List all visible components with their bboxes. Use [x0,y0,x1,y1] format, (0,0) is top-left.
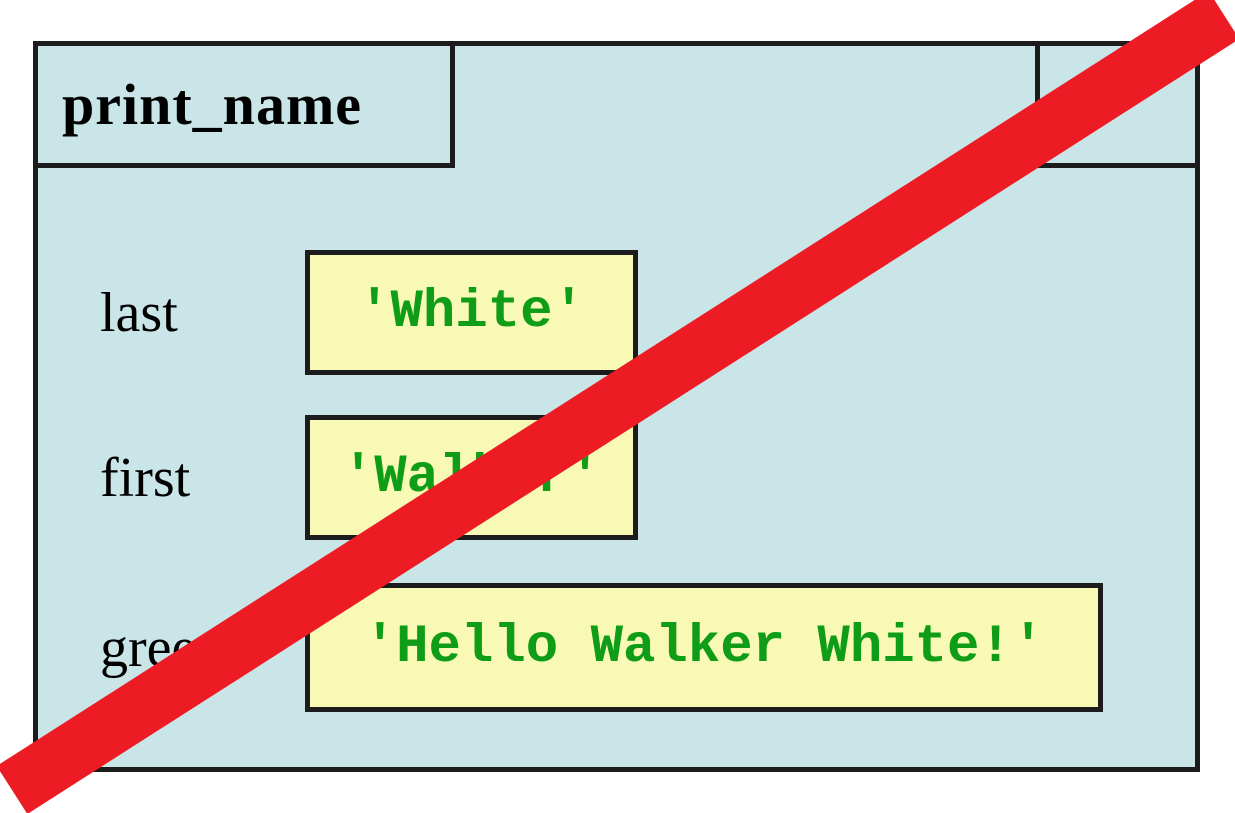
frame-corner-box [1035,41,1200,168]
variable-name-greet: greet [100,583,212,712]
variable-name-last: last [100,250,178,375]
variable-value-text: 'Hello Walker White!' [363,617,1045,678]
variable-name-text: last [100,281,178,344]
variable-name-first: first [100,415,190,540]
variable-value-box-greet: 'Hello Walker White!' [305,583,1103,712]
variable-value-box-first: 'Walker' [305,415,638,540]
variable-value-box-last: 'White' [305,250,638,375]
variable-name-text: greet [100,616,212,679]
frame-name-tab: print_name [33,41,455,168]
variable-value-text: 'White' [358,282,585,343]
variable-value-text: 'Walker' [341,447,602,508]
function-name-label: print_name [62,72,362,137]
variable-name-text: first [100,446,191,509]
